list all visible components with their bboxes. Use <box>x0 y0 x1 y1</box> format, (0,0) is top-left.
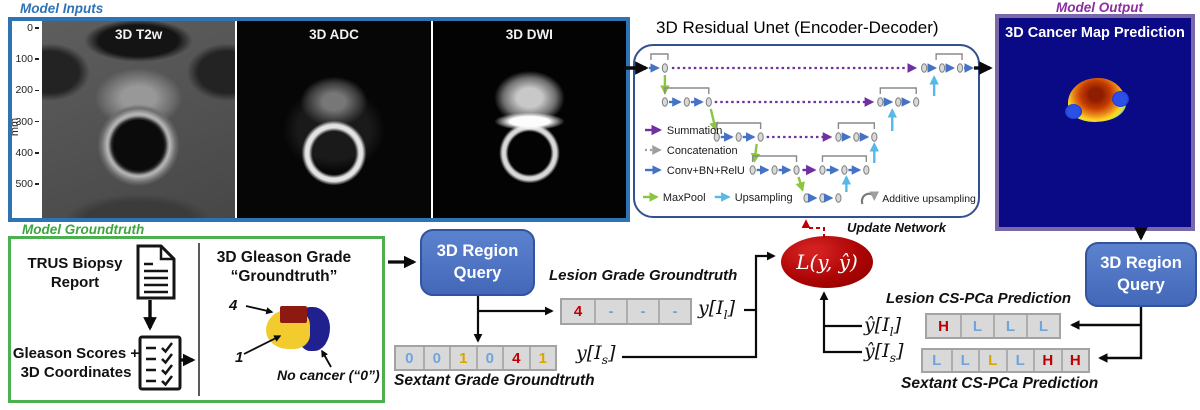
lesion-gt-strip: 4--- <box>560 298 692 325</box>
pred-cell: L <box>932 352 942 369</box>
tick-mark <box>35 120 39 123</box>
gleason-region-grade4 <box>280 306 307 323</box>
unet-diagram: Summation Concatenation Conv+BN+RelU Max… <box>642 53 976 205</box>
yhat-lesion-var: ŷ[Il] <box>864 314 902 339</box>
loss-ellipse: L(y, ŷ) <box>781 236 873 288</box>
grade-cell: 1 <box>449 347 476 369</box>
pred-cell: L <box>978 350 1006 371</box>
heatmap-blue-patch <box>1112 91 1129 107</box>
checklist-icon <box>138 335 182 391</box>
model-output-title: Model Output <box>1056 0 1143 15</box>
lesion-gt-title: Lesion Grade Groundtruth <box>549 267 738 284</box>
loss-label: L(y, ŷ) <box>796 250 858 274</box>
unet-box: Summation Concatenation Conv+BN+RelU Max… <box>633 44 980 218</box>
pred-cell: H <box>938 317 949 335</box>
pred-cell: L <box>960 315 993 337</box>
tick-mark <box>35 27 39 29</box>
grade1-label: 1 <box>235 349 244 366</box>
pred-cell: H <box>1033 350 1061 371</box>
model-inputs-title: Model Inputs <box>20 1 104 16</box>
mri-adc-label: 3D ADC <box>309 27 359 42</box>
cancer-heatmap-blob <box>1065 78 1129 126</box>
grade-cell: - <box>658 300 690 323</box>
pred-cell: L <box>1005 350 1034 371</box>
gleason-grade-title: 3D Gleason Grade “Groundtruth” <box>216 249 352 286</box>
legend-concatenation: Concatenation <box>667 145 738 157</box>
document-icon <box>136 244 176 300</box>
legend-maxpool: MaxPool <box>663 192 706 204</box>
model-output-box: 3D Cancer Map Prediction <box>995 14 1195 231</box>
cancer-map-label: 3D Cancer Map Prediction <box>1005 25 1185 41</box>
grade-cell: - <box>594 300 626 323</box>
y-sextant-var: y[Is] <box>576 342 616 367</box>
mri-dwi-image: 3D DWI <box>432 21 626 218</box>
update-network-label: Update Network <box>847 220 946 235</box>
tick-mark <box>35 58 39 60</box>
model-groundtruth-box: TRUS Biopsy Report Gleason Scores + 3D C… <box>8 236 385 403</box>
grade-cell: 0 <box>475 347 503 369</box>
legend-conv: Conv+BN+RelU <box>667 165 745 177</box>
mri-images: 3D T2w 3D ADC 3D DWI <box>42 21 626 218</box>
additive-upsampling-icon <box>860 191 880 205</box>
axis-tick: 0 <box>12 22 39 34</box>
grade-cell: 1 <box>528 347 556 369</box>
tick-mark <box>35 152 39 154</box>
tick-mark <box>35 183 39 185</box>
grade4-label: 4 <box>229 297 238 314</box>
grade-cell: 4 <box>502 347 529 369</box>
tick-mark <box>35 89 39 92</box>
grade-cell: 4 <box>573 303 583 320</box>
lesion-pred-title: Lesion CS-PCa Prediction <box>886 290 1072 307</box>
unet-title: 3D Residual Unet (Encoder-Decoder) <box>656 18 939 37</box>
region-query-right: 3D Region Query <box>1085 242 1197 307</box>
gleason-scores-label: Gleason Scores + 3D Coordinates <box>12 345 140 381</box>
grade-cell: 0 <box>422 347 450 369</box>
heatmap-blue-patch <box>1065 104 1082 119</box>
sextant-pred-title: Sextant CS-PCa Prediction <box>901 375 1099 392</box>
legend-summation: Summation <box>667 125 722 137</box>
no-cancer-label: No cancer (“0”) <box>277 367 380 383</box>
mri-t2w-label: 3D T2w <box>115 27 163 42</box>
mri-axis: 0 100 200 300 400 500 mm <box>9 21 42 218</box>
pred-cell: L <box>993 315 1026 337</box>
model-groundtruth-title: Model Groundtruth <box>22 222 145 237</box>
axis-unit-label: mm <box>9 117 22 137</box>
legend-upsampling: Upsampling <box>735 192 793 204</box>
axis-ticks: 0 100 200 300 400 500 <box>12 22 39 190</box>
axis-tick: 500 <box>12 178 39 190</box>
yhat-to-loss-arrow <box>819 291 862 354</box>
axis-tick: 100 <box>12 53 39 65</box>
yhat-sextant-var: ŷ[Is] <box>864 340 904 365</box>
legend-additive: Additive upsampling <box>882 194 976 205</box>
pred-cell: H <box>1060 350 1089 371</box>
model-inputs-box: 0 100 200 300 400 500 mm 3D T2w <box>8 17 630 222</box>
grade-cell: 0 <box>405 349 414 367</box>
pred-cell: L <box>1026 315 1059 337</box>
axis-tick: 200 <box>12 84 39 96</box>
grade-cell: - <box>626 300 658 323</box>
sextant-gt-title: Sextant Grade Groundtruth <box>394 372 595 389</box>
axis-tick: 400 <box>12 147 39 159</box>
mri-t2w-image: 3D T2w <box>42 21 236 218</box>
groundtruth-divider <box>198 243 200 396</box>
axis-tick: 300 <box>12 116 39 128</box>
mri-dwi-label: 3D DWI <box>505 27 553 42</box>
y-lesion-var: y[Il] <box>698 297 736 322</box>
mri-adc-image: 3D ADC <box>237 21 431 218</box>
region-query-left: 3D Region Query <box>420 229 535 296</box>
trus-biopsy-label: TRUS Biopsy Report <box>27 255 123 291</box>
query-to-sextant-pred-arrow <box>1098 307 1143 363</box>
pred-cell: L <box>950 350 979 371</box>
